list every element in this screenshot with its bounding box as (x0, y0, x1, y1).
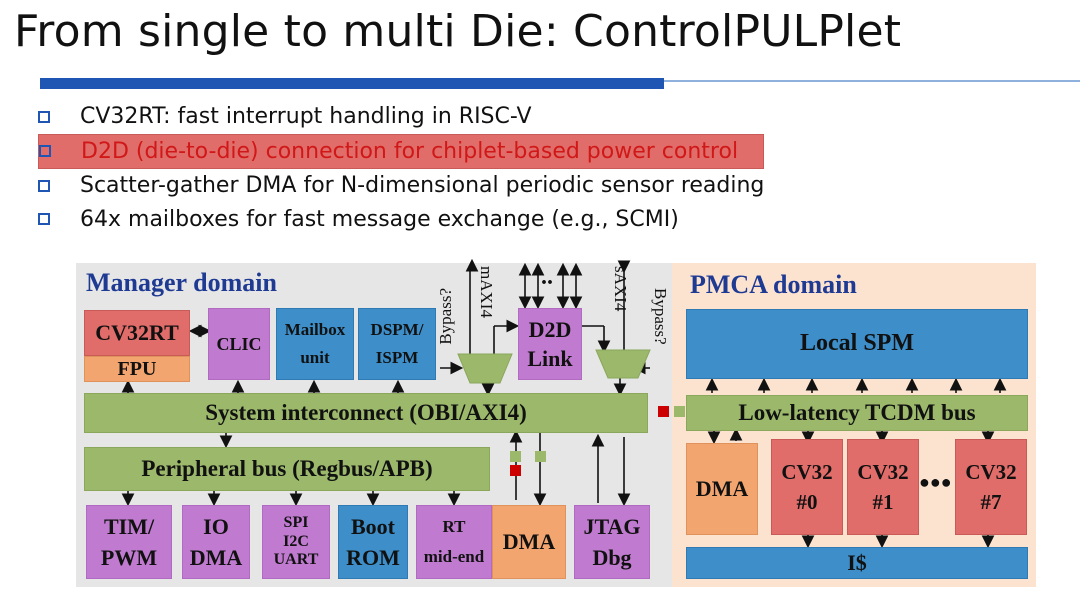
core-id: #1 (872, 490, 894, 514)
bullet-text: CV32RT: fast interrupt handling in RISC-… (80, 104, 532, 130)
io-label: IO (203, 513, 229, 539)
link-green-marker (510, 451, 521, 462)
square-bullet-icon (38, 179, 50, 192)
bullet-item: Scatter-gather DMA for N-dimensional per… (38, 169, 764, 203)
maxi4-label: mAXI4 (477, 266, 496, 318)
core-block-0: CV32 #0 (771, 439, 843, 535)
i2c-label: I2C (283, 532, 309, 550)
icache-block: I$ (686, 547, 1028, 579)
link-red-marker (510, 465, 521, 476)
core-block-1: CV32 #1 (847, 439, 919, 535)
square-bullet-icon (39, 145, 51, 158)
jtag-dbg-block: JTAG Dbg (574, 505, 650, 579)
mailbox-unit-block: Mailbox unit (276, 308, 354, 380)
bullet-item: 64x mailboxes for fast message exchange … (38, 203, 764, 237)
d2d-label: Link (527, 346, 573, 371)
core-block-7: CV32 #7 (955, 439, 1027, 535)
core-label: CV32 (857, 459, 909, 484)
spi-i2c-uart-block: SPI I2C UART (262, 505, 330, 579)
core-id: #7 (980, 490, 1002, 514)
bullet-item: D2D (die-to-die) connection for chiplet-… (38, 133, 765, 169)
dma-label: DMA (189, 545, 243, 570)
dspm-label: DSPM/ (370, 320, 424, 340)
boot-rom-block: Boot ROM (338, 505, 408, 579)
tim-label: TIM/ (103, 513, 155, 539)
peripheral-bus-bar: Peripheral bus (Regbus/APB) (84, 447, 490, 491)
dma-block: DMA (492, 505, 566, 579)
dbg-label: Dbg (592, 545, 632, 570)
pmca-dma-block: DMA (686, 443, 758, 535)
jtag-label: JTAG (583, 513, 641, 539)
core-id: #0 (796, 490, 818, 514)
core-label: CV32 (965, 459, 1017, 484)
cv32rt-block: CV32RT (84, 310, 190, 356)
mailbox-label: unit (300, 348, 330, 367)
top-dots: .. (541, 264, 553, 290)
pmca-domain-title: PMCA domain (690, 270, 857, 299)
bullet-list: CV32RT: fast interrupt handling in RISC-… (38, 100, 765, 237)
d2d-label: D2D (528, 316, 572, 342)
square-bullet-icon (38, 110, 50, 123)
mailbox-label: Mailbox (284, 320, 346, 340)
title-underline (40, 78, 664, 89)
pwm-label: PWM (100, 545, 158, 570)
rom-label: ROM (346, 545, 400, 570)
dspm-ispm-block: DSPM/ ISPM (358, 308, 436, 380)
link-green-marker (674, 406, 685, 417)
local-spm-block: Local SPM (686, 309, 1028, 379)
boot-label: Boot (351, 513, 395, 539)
saxi4-label: sAXI4 (611, 266, 630, 312)
bullet-text: Scatter-gather DMA for N-dimensional per… (80, 173, 765, 199)
dspm-label: ISPM (375, 348, 419, 367)
slide-title: From single to multi Die: ControlPULPlet (14, 6, 902, 57)
manager-domain-title: Manager domain (86, 268, 277, 297)
square-bullet-icon (38, 213, 50, 226)
rt-label: RT (442, 517, 466, 537)
tcdm-bus-bar: Low-latency TCDM bus (686, 395, 1028, 431)
clic-block: CLIC (208, 308, 270, 380)
tim-pwm-block: TIM/ PWM (86, 505, 172, 579)
bullet-text: D2D (die-to-die) connection for chiplet-… (81, 138, 739, 164)
io-dma-block: IO DMA (182, 505, 250, 579)
bypass-right-label: Bypass? (651, 288, 670, 345)
link-red-marker (658, 406, 669, 417)
link-green-marker (535, 451, 546, 462)
rt-midend-block: RT mid-end (416, 505, 492, 579)
title-underline-thin (664, 80, 1080, 82)
system-interconnect-bar: System interconnect (OBI/AXI4) (84, 393, 648, 433)
core-label: CV32 (781, 459, 833, 484)
bullet-text: 64x mailboxes for fast message exchange … (80, 206, 679, 232)
bypass-left-label: Bypass? (436, 288, 455, 345)
spi-label: SPI (283, 514, 309, 532)
fpu-block: FPU (84, 356, 190, 382)
uart-label: UART (273, 551, 319, 569)
core-ellipsis: ●●● (919, 472, 952, 492)
midend-label: mid-end (423, 547, 485, 566)
d2d-link-block: D2D Link (518, 308, 582, 380)
bullet-item: CV32RT: fast interrupt handling in RISC-… (38, 100, 764, 134)
